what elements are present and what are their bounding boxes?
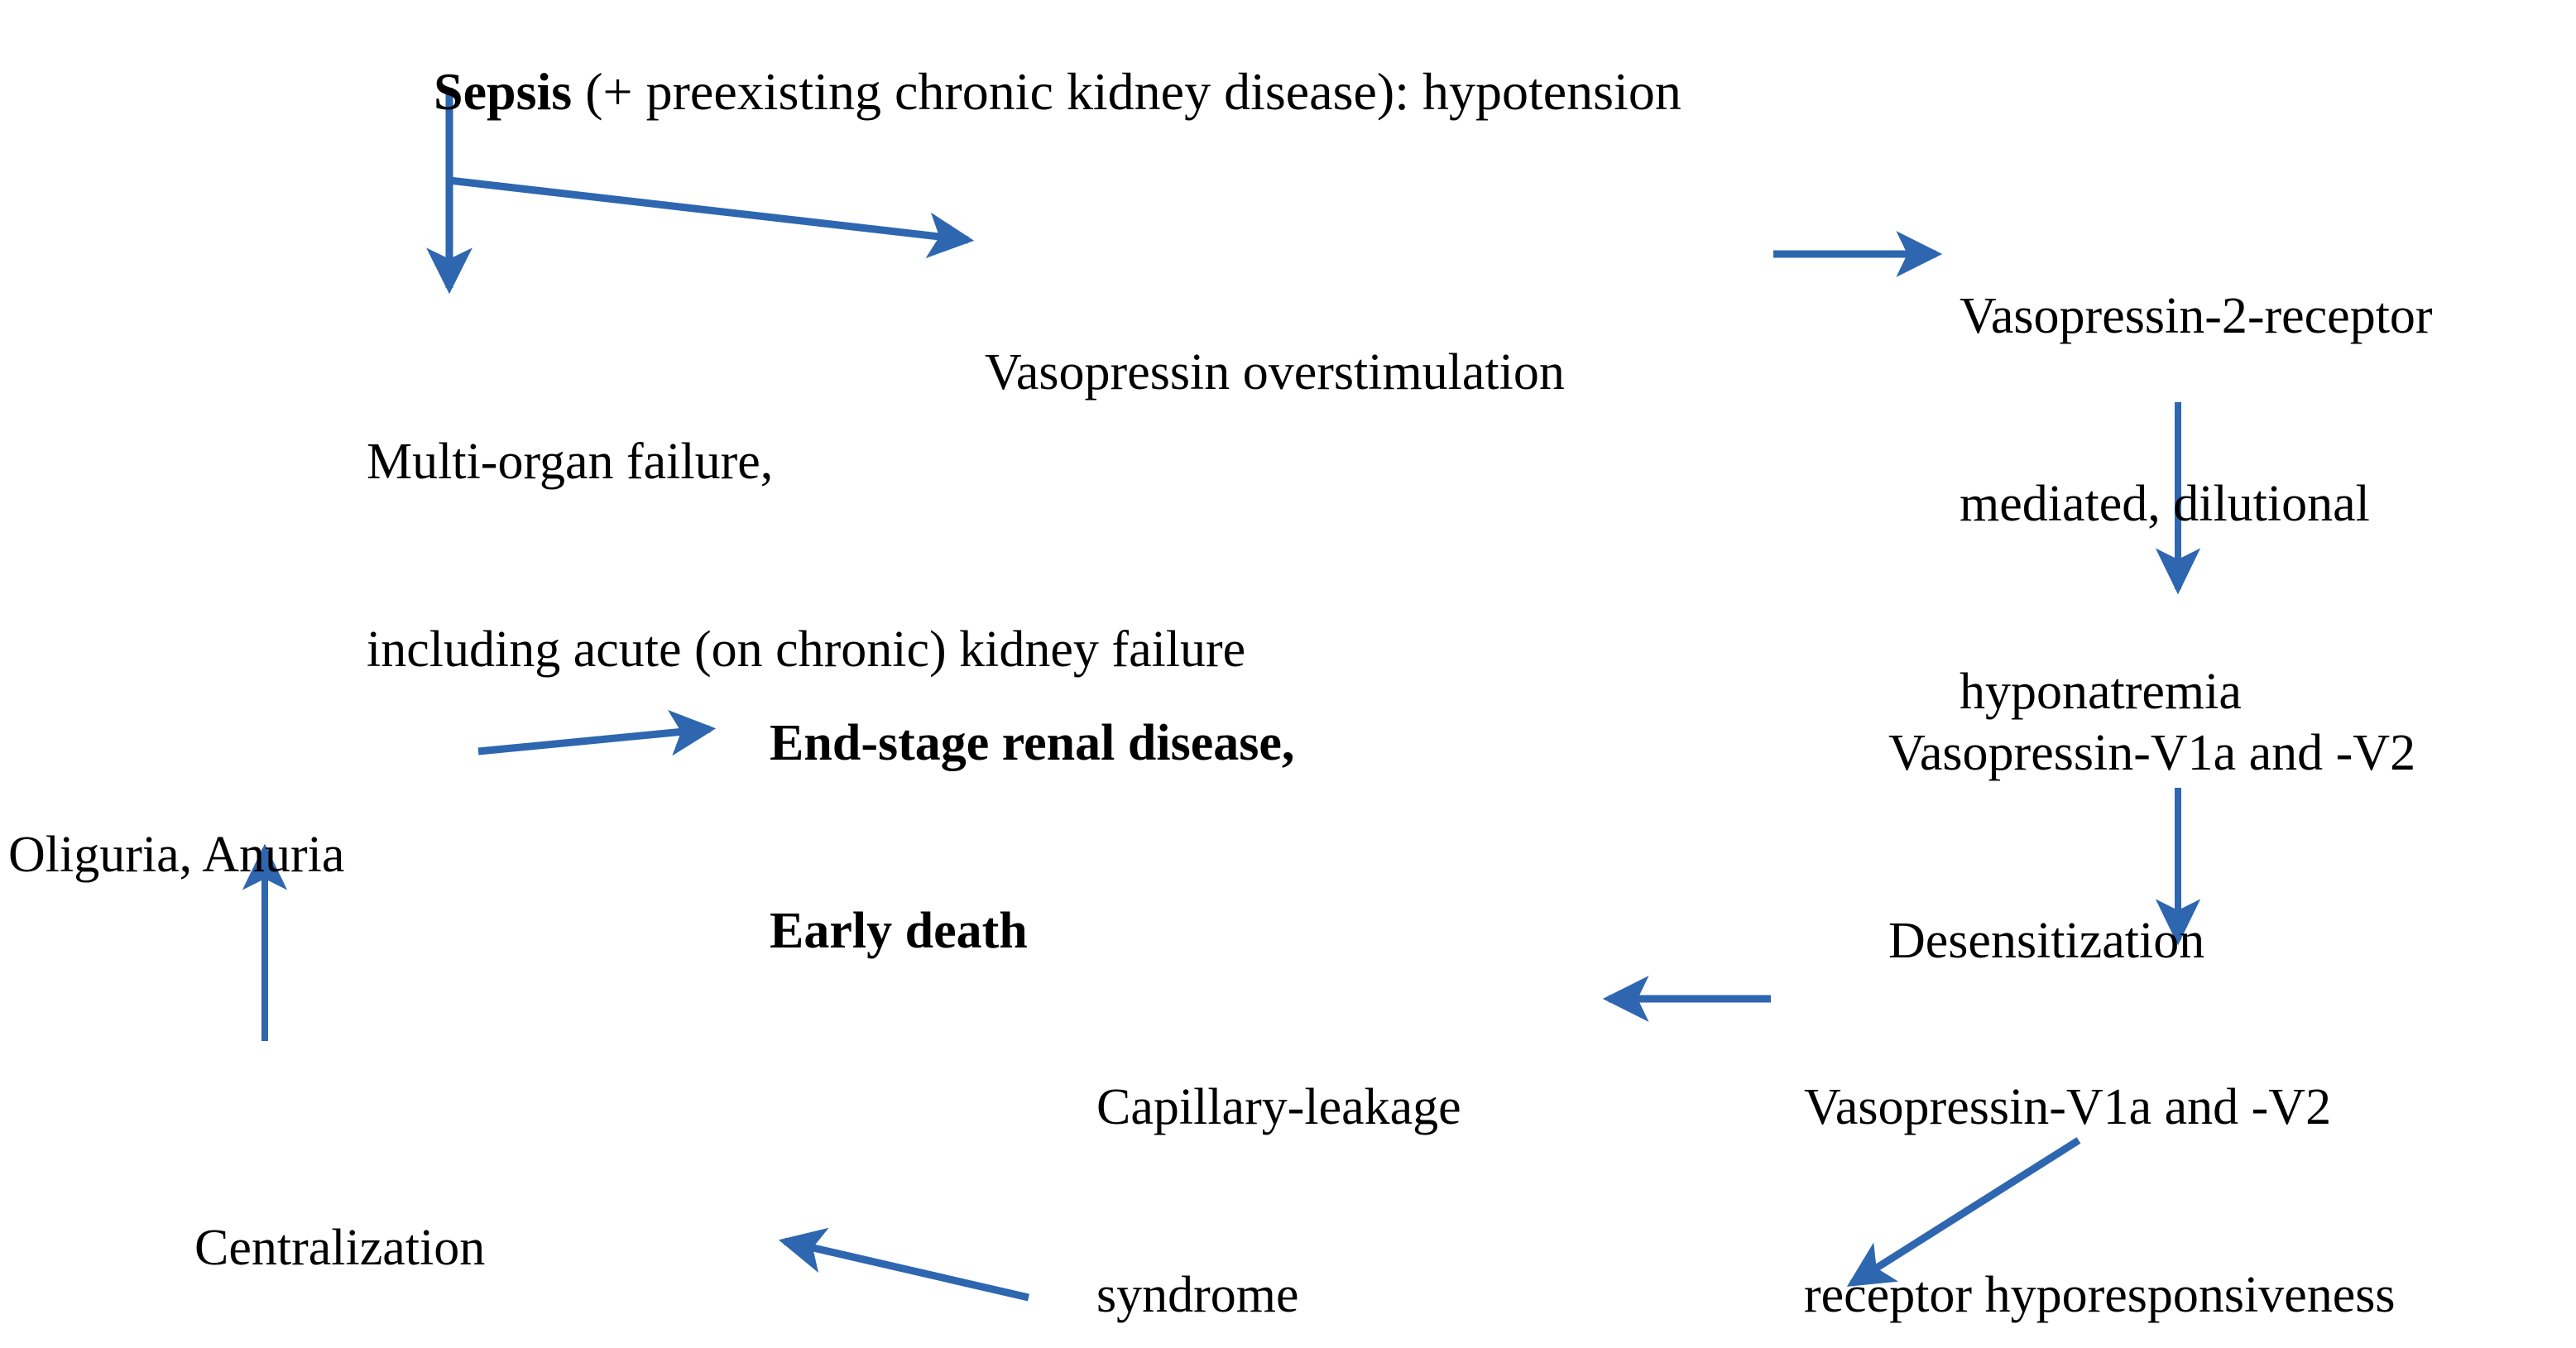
node-capillary-leakage-syndrome: Capillary-leakage syndrome: [1096, 952, 1461, 1348]
node-centralization: Centralization of arterial circulation: [194, 1092, 627, 1348]
node-desensitization: Vasopressin-V1a and -V2 Desensitization: [1888, 597, 2415, 1098]
node-desensitization-line1: Vasopressin-V1a and -V2: [1888, 725, 2416, 782]
node-end-stage-renal-disease: End-stage renal disease, Early death: [770, 588, 1294, 1088]
node-vasopressin-overstimulation-line1: Vasopressin overstimulation: [985, 344, 1565, 401]
node-capillary-leakage-line1: Capillary-leakage: [1096, 1079, 1461, 1136]
node-centralization-line1: Centralization: [194, 1220, 486, 1277]
node-sepsis: Sepsis (+ preexisting chronic kidney dis…: [381, 0, 1681, 189]
node-multi-organ-failure-line1: Multi-organ failure,: [367, 434, 774, 491]
node-multi-organ-failure: Multi-organ failure, including acute (on…: [367, 306, 1245, 807]
node-oliguria-anuria: Oliguria, Anuria: [8, 699, 344, 1012]
node-capillary-leakage-line2: syndrome: [1096, 1267, 1299, 1324]
node-sepsis-bold-label: Sepsis: [434, 62, 573, 122]
edge-sepsis-to-vasopressin-overstimulation: [449, 176, 975, 259]
node-hyporesponsiveness-line2: receptor hyporesponsiveness: [1804, 1267, 2396, 1324]
node-sepsis-rest-label: (+ preexisting chronic kidney disease): …: [572, 62, 1681, 122]
node-vasopressin-2-receptor-hyponatremia: Vasopressin-2-receptor mediated, dilutio…: [1960, 161, 2433, 849]
node-v2r-line3: hyponatremia: [1960, 664, 2242, 720]
node-end-stage-renal-disease-line2: Early death: [770, 903, 1028, 960]
node-desensitization-line2: Desensitization: [1888, 913, 2205, 970]
node-fluid-refractory-hypotension: Fluid-refractory hypotension: [1062, 1240, 1653, 1348]
node-v2r-line1: Vasopressin-2-receptor: [1960, 288, 2433, 345]
node-oliguria-anuria-line1: Oliguria, Anuria: [8, 827, 345, 884]
node-vasopressin-overstimulation: Vasopressin overstimulation: [985, 217, 1565, 530]
edge-fluid-refractory-to-centralization: [778, 1227, 1030, 1302]
node-multi-organ-failure-line2: including acute (on chronic) kidney fail…: [367, 621, 1246, 679]
node-hyporesponsiveness-line1: Vasopressin-V1a and -V2: [1804, 1079, 2332, 1136]
node-end-stage-renal-disease-line1: End-stage renal disease,: [770, 715, 1295, 772]
node-v2r-line2: mediated, dilutional: [1960, 476, 2370, 533]
node-hyporesponsiveness: Vasopressin-V1a and -V2 receptor hypores…: [1804, 952, 2396, 1348]
